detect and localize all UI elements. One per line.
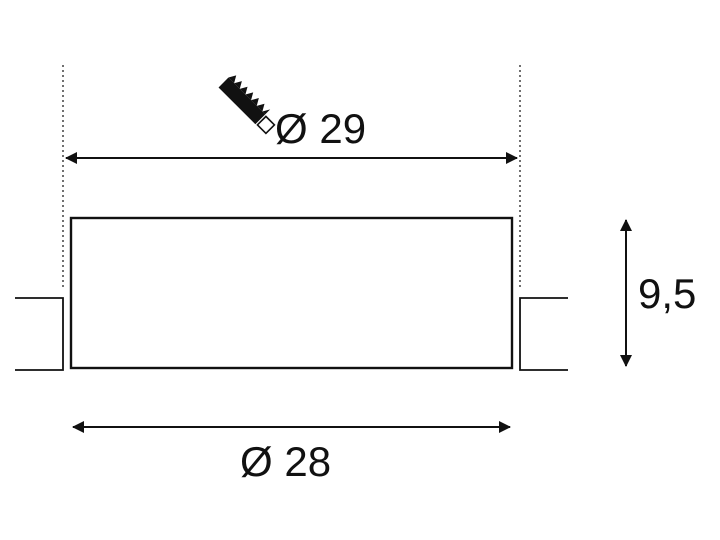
- hole-saw-icon: [218, 75, 276, 135]
- height-label: 9,5: [638, 270, 696, 317]
- ceiling-section-left: [15, 297, 64, 371]
- body-diameter-label: Ø 28: [240, 438, 331, 485]
- ceiling-section-right: [519, 297, 568, 371]
- luminaire-body: [69, 216, 514, 370]
- cutout-diameter-label: Ø 29: [275, 105, 366, 152]
